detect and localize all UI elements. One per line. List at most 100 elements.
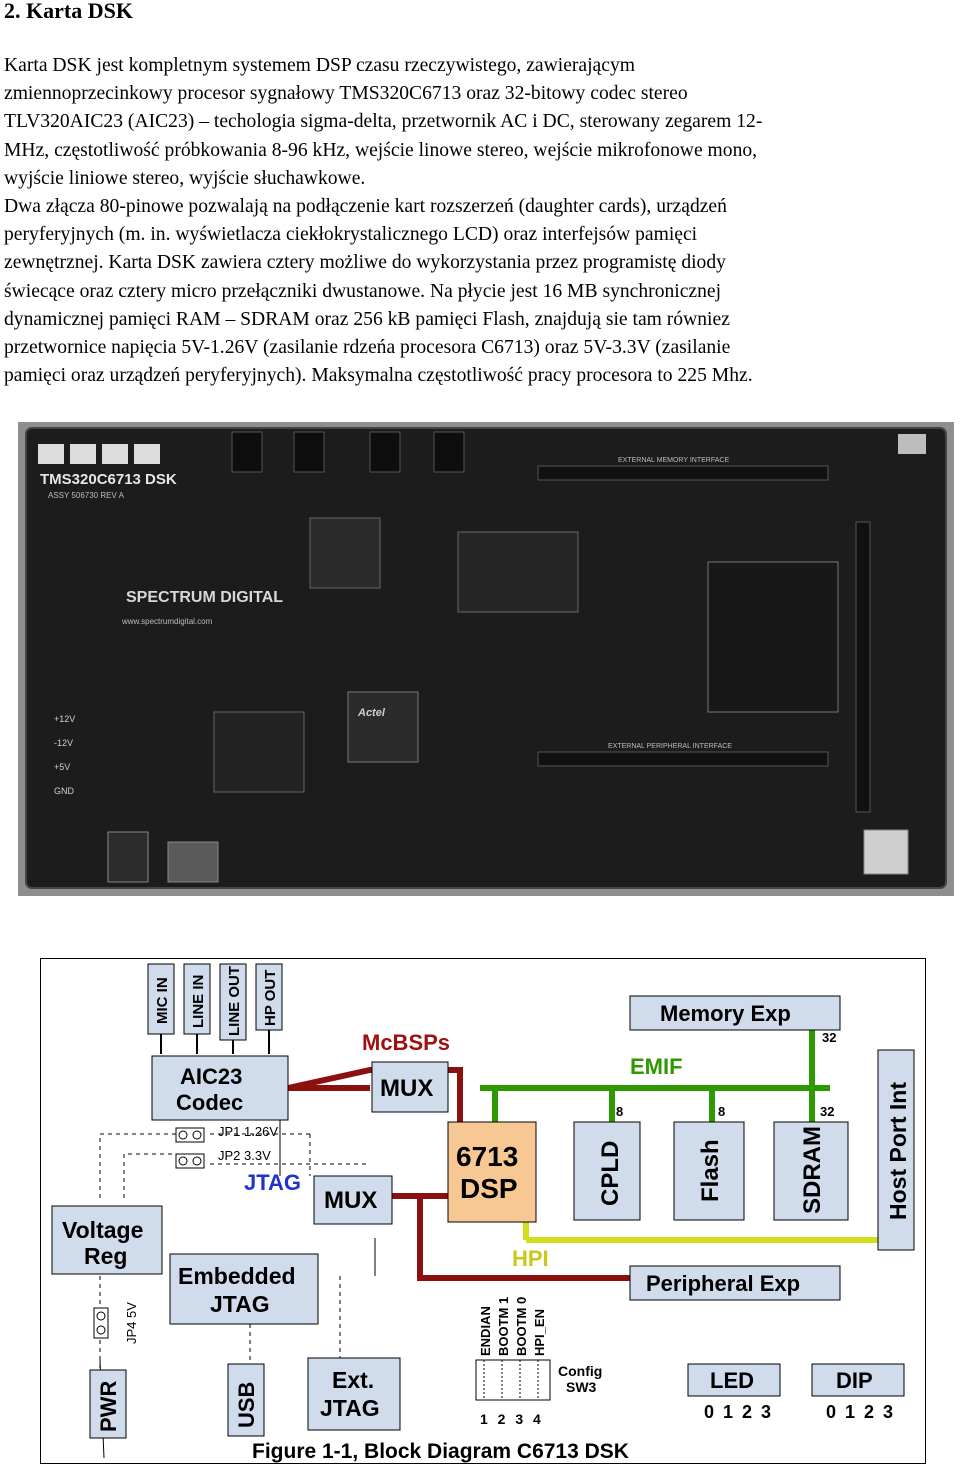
folder-icon: [134, 444, 160, 464]
line-out-label: LINE OUT: [226, 966, 243, 1036]
jumper-pin: [192, 1156, 202, 1166]
paragraph-line: MHz, częstotliwość próbkowania 8-96 kHz,…: [4, 139, 758, 161]
paragraph-line: Karta DSK jest kompletnym systemem DSP c…: [4, 55, 635, 76]
toolbar-icons: [38, 444, 160, 464]
jumper-block: [175, 1153, 205, 1169]
jp1-label: JP1 1.26V: [218, 1124, 278, 1139]
block-diagram: MIC IN LINE IN LINE OUT HP OUT McBSPs EM…: [40, 958, 926, 1464]
cpld-label: CPLD: [597, 1141, 624, 1206]
usb-label: USB: [234, 1382, 259, 1428]
emif-bus: [480, 1028, 830, 1122]
dsp-block: [447, 1121, 537, 1223]
sw3-label: SW3: [566, 1379, 597, 1395]
paragraph-line: dynamicznej pamięci RAM – SDRAM oraz 256…: [4, 308, 730, 330]
pwr-label: PWR: [96, 1381, 121, 1432]
paragraph-line: przetwornice napięcia 5V-1.26V (zasilani…: [4, 337, 731, 359]
jack-icon: [293, 431, 325, 473]
mux-mid-block: [313, 1175, 393, 1225]
aic23-label: AIC23: [180, 1064, 242, 1089]
actel-label: Actel: [357, 707, 386, 719]
paragraph-line: pamięci oraz urządzeń peryferyjnych). Ma…: [4, 365, 753, 387]
intro-paragraph: Karta DSK jest kompletnym systemem DSP c…: [4, 52, 954, 390]
config-numbers: 1 2 3 4: [480, 1411, 544, 1427]
mcbsp-bus-line: [376, 1193, 610, 1281]
led-numbers: 0 1 2 3: [704, 1402, 773, 1422]
dip-label: DIP: [836, 1368, 873, 1393]
usb-connector: [167, 841, 219, 883]
voltage-label: -12V: [54, 738, 73, 748]
emif-label: EMIF: [630, 1054, 683, 1079]
flash-label: Flash: [697, 1139, 724, 1202]
paragraph-line: wyjście liniowe stereo, wyjście słuchawk…: [4, 167, 366, 189]
ext-label: Ext.: [332, 1367, 374, 1393]
sdram-block: [773, 1121, 849, 1221]
jack-labels: MIC IN LINE IN LINE OUT HP OUT: [147, 963, 283, 1054]
usb-block: [227, 1363, 265, 1437]
board-title: TMS320C6713 DSK: [40, 471, 177, 488]
width-label: 8: [718, 1104, 725, 1119]
paragraph-line: Dwa złącza 80-pinowe pozwalają na podłąc…: [4, 196, 727, 218]
brand-logo: SPECTRUM DIGITAL: [126, 589, 283, 606]
config-switch-body: [475, 1359, 551, 1401]
memory-header-label: EXTERNAL MEMORY INTERFACE: [618, 457, 729, 464]
paragraph-line: świecące oraz cztery micro przełączniki …: [4, 280, 722, 302]
hpi-label: HPI: [512, 1246, 549, 1271]
embedded-label: Embedded: [178, 1263, 296, 1289]
website-label: www.spectrumdigital.com: [121, 617, 213, 626]
mail-icon: [102, 444, 128, 464]
mux-mid-label: MUX: [324, 1187, 377, 1214]
jumper-pin: [96, 1311, 106, 1321]
memory-exp-block: [629, 995, 841, 1031]
aic23-codec-block: [151, 1055, 289, 1121]
paragraph-line: TLV320AIC23 (AIC23) – techologia sigma-d…: [4, 111, 763, 133]
jack-icon: [369, 431, 401, 473]
dip-numbers: 0 1 2 3: [826, 1402, 895, 1422]
cpld-block: [573, 1121, 641, 1221]
jumper-block: [175, 1127, 205, 1143]
dsp-6713-label: 6713: [456, 1141, 518, 1172]
host-port-label: Host Port Int: [885, 1082, 911, 1220]
jp4-label: JP4 5V: [124, 1302, 139, 1344]
jumper-pin: [178, 1156, 188, 1166]
memory-header: [537, 465, 829, 481]
paragraph-line: zmiennoprzecinkowy procesor sygnałowy TM…: [4, 83, 688, 105]
sdram-label: SDRAM: [799, 1126, 826, 1214]
jack-icon: [433, 431, 465, 473]
cpld-chip: [347, 691, 419, 763]
figure-caption: Figure 1-1, Block Diagram C6713 DSK: [252, 1440, 629, 1463]
audio-jacks: [231, 431, 465, 473]
config-pin-label: HPI_EN: [532, 1309, 547, 1356]
jack-icon: [231, 431, 263, 473]
pwr-block: [89, 1369, 127, 1439]
peripheral-exp-block: [629, 1265, 841, 1301]
paragraph-line: peryferyjnych (m. in. wyświetlacza ciekł…: [4, 224, 698, 246]
dip-block: [811, 1363, 905, 1397]
config-label: Config: [558, 1363, 602, 1379]
memory-exp-label: Memory Exp: [660, 1001, 791, 1026]
jumper-jp4: [93, 1307, 109, 1339]
reg-label: Reg: [84, 1243, 127, 1269]
led-block: [687, 1363, 781, 1397]
config-pin-label: ENDIAN: [478, 1306, 493, 1356]
power-labels: +12V -12V +5V GND: [54, 714, 75, 796]
voltage-label: Voltage: [62, 1217, 143, 1243]
mcbsps-label: McBSPs: [362, 1030, 450, 1055]
side-header: [855, 521, 871, 813]
voltage-label: +5V: [54, 762, 70, 772]
led-label: LED: [710, 1368, 754, 1393]
peripheral-header-label: EXTERNAL PERIPHERAL INTERFACE: [608, 743, 732, 750]
codec-chip: [213, 711, 305, 793]
dashed-line: [123, 1153, 184, 1198]
flash-chip: [457, 531, 579, 613]
led-cluster: [898, 434, 926, 454]
jumper-pin: [192, 1130, 202, 1140]
voltage-label: GND: [54, 786, 75, 796]
width-label: 8: [616, 1104, 623, 1119]
dashed-line: [99, 1133, 184, 1198]
power-jack: [107, 831, 149, 883]
config-pin-label: BOOTM 1: [496, 1297, 511, 1356]
paragraph-line: zewnętrznej. Karta DSK zawiera cztery mo…: [4, 252, 726, 274]
mux-top-block: [371, 1061, 449, 1113]
voltage-reg-block: [51, 1205, 163, 1275]
config-pin-label: BOOTM 0: [514, 1297, 529, 1356]
